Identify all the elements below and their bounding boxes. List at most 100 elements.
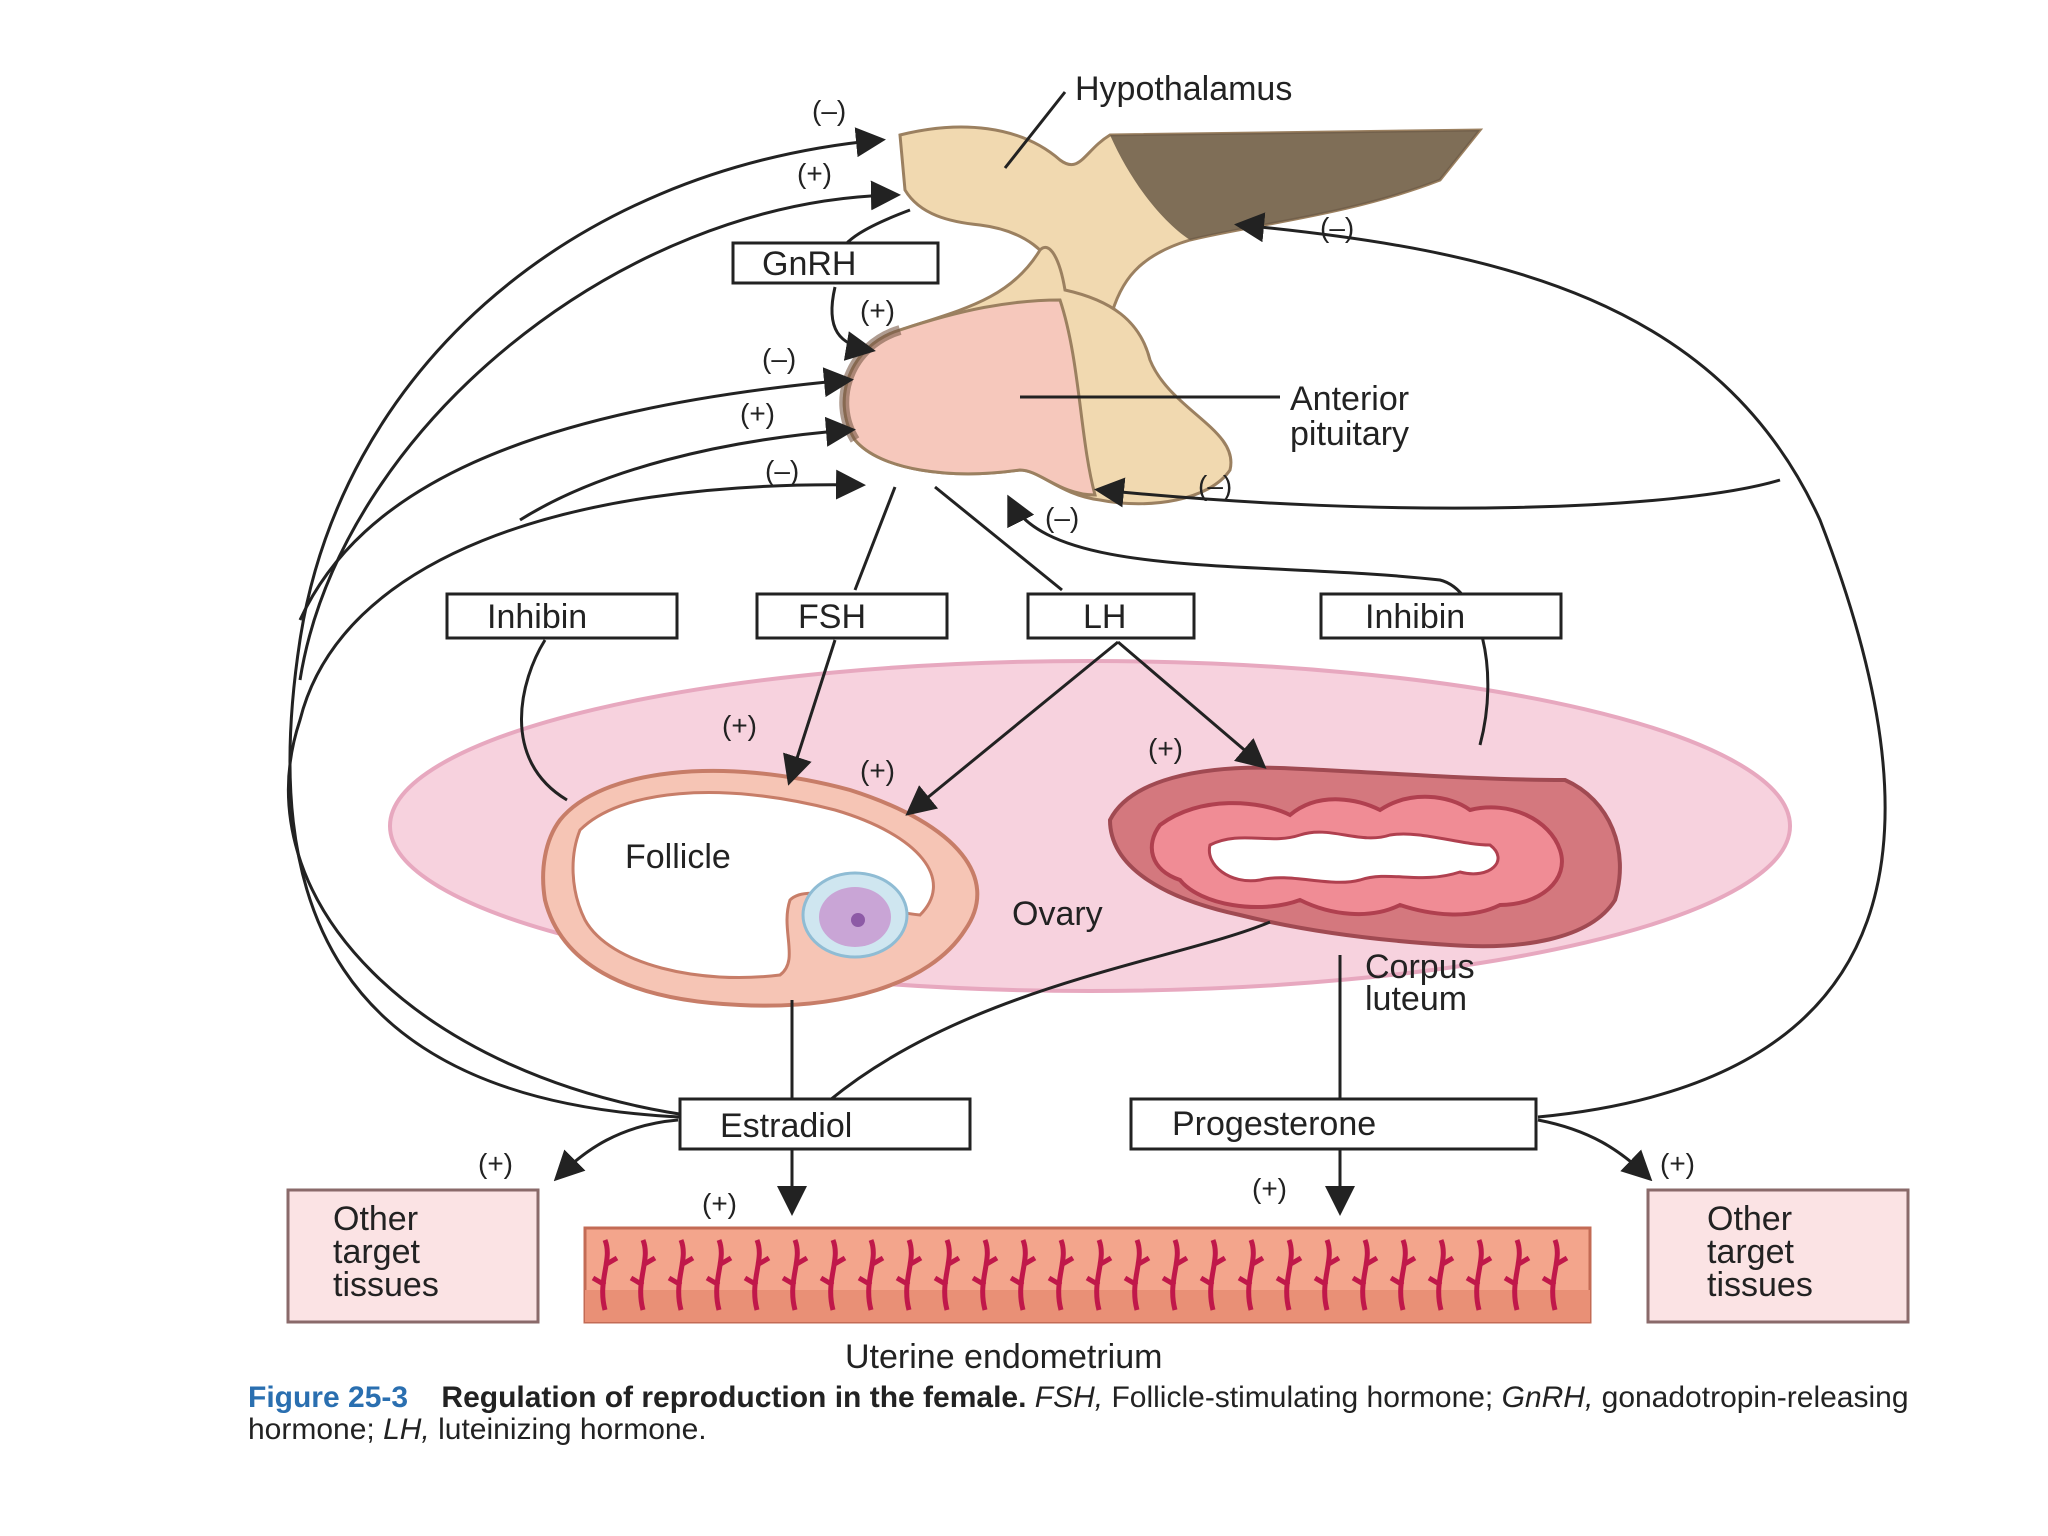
endometrial-vessel xyxy=(1161,1255,1189,1288)
sign-plus: (+) xyxy=(1252,1173,1287,1204)
endometrial-vessel xyxy=(1237,1255,1265,1288)
anterior-pituitary-label: Anterior xyxy=(1290,380,1409,418)
other-target-right-line1: Other xyxy=(1707,1200,1792,1238)
endometrial-gland xyxy=(1094,1239,1104,1311)
endometrial-gland xyxy=(1474,1239,1484,1311)
hypothalamus-label: Hypothalamus xyxy=(1075,70,1292,108)
sign-plus: (+) xyxy=(702,1188,737,1219)
figure-title: Regulation of reproduction in the female… xyxy=(441,1381,1027,1414)
endometrial-gland xyxy=(942,1239,952,1311)
endometrial-vessel xyxy=(1199,1255,1227,1288)
other-target-right-line2: target xyxy=(1707,1233,1794,1271)
endometrial-gland xyxy=(904,1239,914,1311)
fsh-label: FSH xyxy=(798,598,866,636)
endometrial-gland xyxy=(1132,1239,1142,1311)
other-target-tissues-left-box xyxy=(286,1188,540,1324)
endometrial-gland xyxy=(1360,1239,1370,1311)
endometrial-vessel xyxy=(1427,1255,1455,1288)
feedback-arrows xyxy=(287,127,1887,1216)
inhibin-right-box xyxy=(1319,592,1563,640)
hypothalamus-shape xyxy=(898,125,1484,341)
endometrial-vessel xyxy=(629,1255,657,1288)
fsh-box xyxy=(755,592,949,640)
sign-plus: (+) xyxy=(797,158,832,189)
follicle-shape xyxy=(541,768,980,1008)
endometrial-gland xyxy=(1284,1239,1294,1311)
sign-plus: (+) xyxy=(478,1148,513,1179)
other-target-left-line2: target xyxy=(333,1233,420,1271)
sign-plus: (+) xyxy=(1148,733,1183,764)
endometrial-vessel xyxy=(1313,1255,1341,1288)
endometrial-vessel xyxy=(895,1255,923,1288)
gnrh-box xyxy=(731,241,940,285)
other-target-tissues-right-box xyxy=(1646,1188,1910,1324)
sign-plus: (+) xyxy=(860,295,895,326)
endometrial-vessel xyxy=(705,1255,733,1288)
endometrial-gland xyxy=(828,1239,838,1311)
endometrial-vessel xyxy=(1465,1255,1493,1288)
figure-caption: Figure 25-3 Regulation of reproduction i… xyxy=(248,1382,1968,1446)
def-fsh: Follicle-stimulating hormone; xyxy=(1103,1381,1502,1414)
corpus-luteum-label-2: luteum xyxy=(1365,980,1467,1018)
endometrial-gland xyxy=(1056,1239,1066,1311)
endometrial-vessel xyxy=(971,1255,999,1288)
sign-minus: (–) xyxy=(765,455,799,486)
other-target-left-line3: tissues xyxy=(333,1266,439,1304)
endometrial-vessel xyxy=(743,1255,771,1288)
sign-plus: (+) xyxy=(722,710,757,741)
sign-plus: (+) xyxy=(1660,1148,1695,1179)
endometrial-vessel xyxy=(819,1255,847,1288)
endometrial-vessel xyxy=(1009,1255,1037,1288)
gnrh-label: GnRH xyxy=(762,245,856,283)
endometrial-vessel xyxy=(1351,1255,1379,1288)
inhibin-left-box xyxy=(445,592,679,640)
sign-minus: (–) xyxy=(1198,470,1232,501)
hypothalamus-leader xyxy=(1003,91,1067,169)
endometrial-vessel xyxy=(1047,1255,1075,1288)
lh-box xyxy=(1026,592,1196,640)
endometrial-gland xyxy=(1246,1239,1256,1311)
def-lh: luteinizing hormone. xyxy=(429,1413,707,1446)
corpus-luteum-shape xyxy=(1107,765,1622,949)
endometrial-vessel xyxy=(667,1255,695,1288)
ovary-label: Ovary xyxy=(1012,895,1103,933)
corpus-luteum-label: Corpus xyxy=(1365,948,1475,986)
endometrial-vessel xyxy=(1541,1255,1569,1288)
anterior-pituitary-label-2: pituitary xyxy=(1290,415,1409,453)
endometrial-gland xyxy=(1322,1239,1332,1311)
def-gnrh: gonadotropin-releasing hormone; xyxy=(248,1381,1909,1446)
endometrial-gland xyxy=(1398,1239,1408,1311)
endometrial-vessel xyxy=(781,1255,809,1288)
endometrial-gland xyxy=(752,1239,762,1311)
feedback-signs: (–) (+) (–) (+) (–) (+) (–) (–) (–) (+) … xyxy=(478,95,1695,1219)
endometrial-vessel xyxy=(591,1255,619,1288)
sign-plus: (+) xyxy=(860,755,895,786)
endometrial-gland xyxy=(714,1239,724,1311)
estradiol-box xyxy=(678,1097,972,1151)
endometrial-vessel xyxy=(1389,1255,1417,1288)
endometrial-gland xyxy=(1208,1239,1218,1311)
lh-label: LH xyxy=(1083,598,1126,636)
endometrial-gland xyxy=(1170,1239,1180,1311)
sign-minus: (–) xyxy=(762,343,796,374)
endometrial-gland xyxy=(980,1239,990,1311)
inhibin-left-label: Inhibin xyxy=(487,598,587,636)
endometrial-gland xyxy=(1436,1239,1446,1311)
other-target-left-line1: Other xyxy=(333,1200,418,1238)
progesterone-label: Progesterone xyxy=(1172,1105,1376,1143)
endometrial-gland xyxy=(1018,1239,1028,1311)
other-target-right-line3: tissues xyxy=(1707,1266,1813,1304)
endometrial-vessel xyxy=(1503,1255,1531,1288)
sign-minus: (–) xyxy=(812,95,846,126)
figure-number: Figure 25-3 xyxy=(248,1381,409,1414)
sign-minus: (–) xyxy=(1320,212,1354,243)
progesterone-box xyxy=(1129,1097,1538,1151)
endometrial-vessel xyxy=(933,1255,961,1288)
estradiol-label: Estradiol xyxy=(720,1107,852,1145)
endometrial-vessel xyxy=(1275,1255,1303,1288)
abbr-fsh: FSH, xyxy=(1034,1381,1104,1414)
endometrium-shape xyxy=(583,1226,1592,1324)
uterine-endometrium-label: Uterine endometrium xyxy=(845,1338,1162,1376)
follicle-label: Follicle xyxy=(625,838,731,876)
